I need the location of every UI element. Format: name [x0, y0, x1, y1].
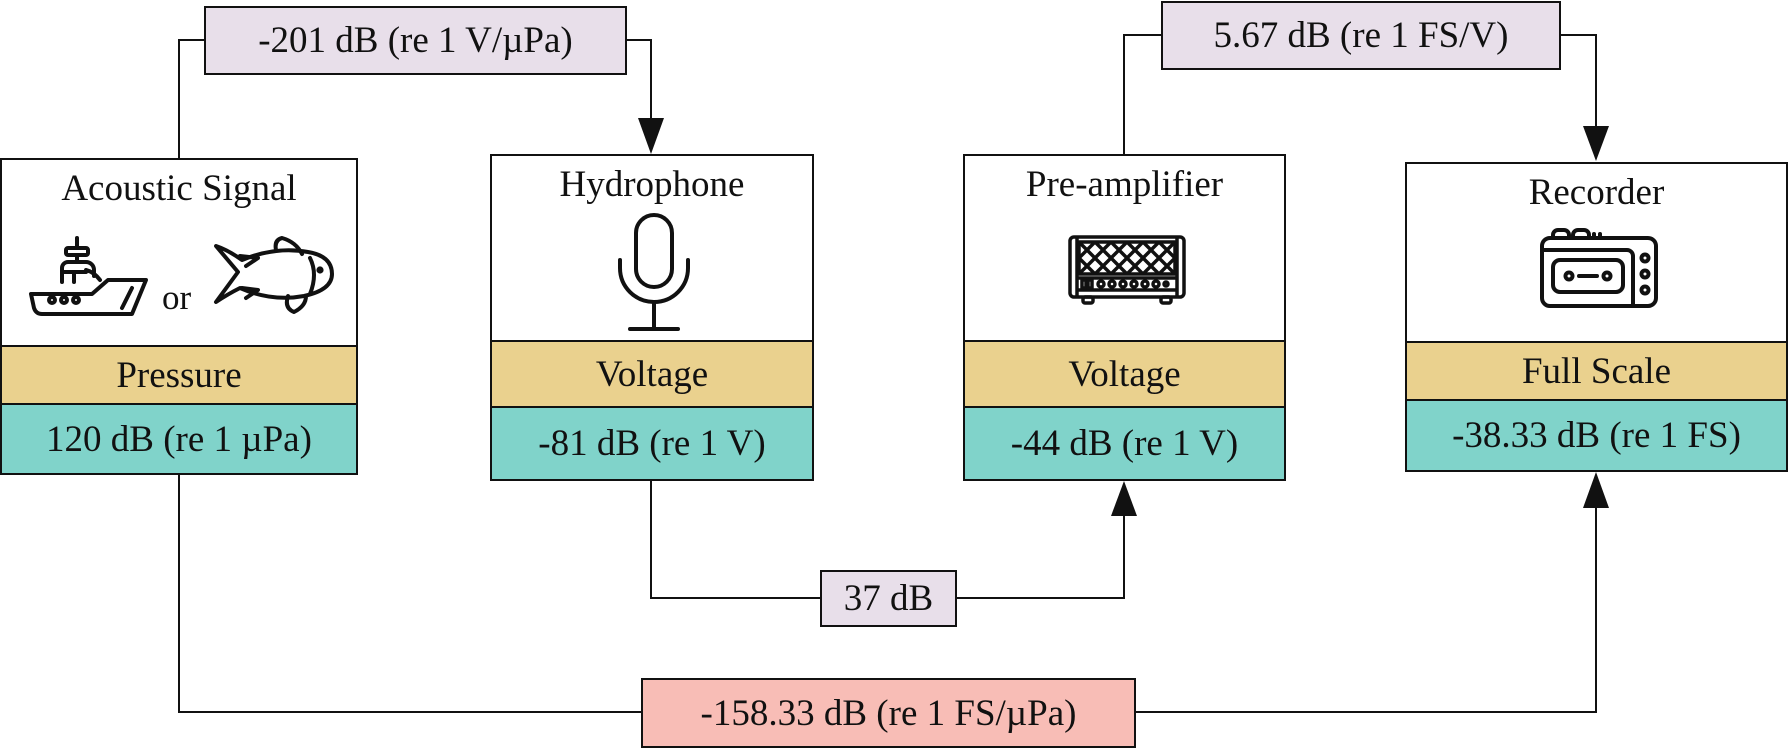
node-acoustic-signal: Acoustic Signal or: [0, 158, 358, 475]
amplifier-icon: [1068, 235, 1186, 305]
microphone-icon: [618, 213, 690, 331]
node-preamp-header: Pre-amplifier: [965, 156, 1284, 340]
arrowhead-hydrophone: [638, 118, 664, 154]
edge-acoustic-recorder-line: [178, 474, 641, 713]
node-recorder: Recorder Full Scale -38.33 dB (re 1 FS): [1405, 162, 1788, 472]
edge-acoustic-recorder-line-2: [1135, 505, 1597, 713]
edge-preamp-recorder-line: [1123, 34, 1161, 154]
node-hydrophone: Hydrophone Voltage -81 dB (re 1 V): [490, 154, 814, 481]
node-preamp-level: -44 dB (re 1 V): [965, 406, 1284, 479]
node-recorder-quantity: Full Scale: [1407, 341, 1786, 399]
node-preamp-quantity: Voltage: [965, 340, 1284, 406]
node-hydrophone-level: -81 dB (re 1 V): [492, 406, 812, 479]
edge-hydrophone-preamp-line-2: [956, 512, 1125, 599]
node-recorder-header: Recorder: [1407, 164, 1786, 341]
node-hydrophone-title: Hydrophone: [559, 164, 745, 205]
recorder-icon: [1540, 228, 1658, 308]
node-hydrophone-quantity: Voltage: [492, 340, 812, 406]
fish-icon: [214, 236, 334, 314]
edge-label-recorder-sensitivity: 5.67 dB (re 1 FS/V): [1161, 1, 1561, 70]
node-recorder-title: Recorder: [1528, 172, 1665, 213]
edge-label-hydrophone-sensitivity: -201 dB (re 1 V/µPa): [204, 6, 627, 75]
node-acoustic-header: Acoustic Signal or: [2, 160, 356, 345]
node-preamp-title: Pre-amplifier: [1025, 164, 1224, 205]
edge-hydrophone-preamp-line: [650, 480, 820, 599]
ship-icon: [29, 236, 148, 316]
edge-label-preamp-gain: 37 dB: [820, 570, 957, 627]
connector-or: or: [162, 278, 192, 317]
arrowhead-recorder-top: [1583, 126, 1609, 161]
node-acoustic-quantity: Pressure: [2, 345, 356, 403]
node-acoustic-level: 120 dB (re 1 µPa): [2, 403, 356, 473]
node-acoustic-title: Acoustic Signal: [61, 168, 297, 209]
arrowhead-recorder-bottom: [1583, 472, 1609, 508]
edge-label-system-sensitivity: -158.33 dB (re 1 FS/µPa): [641, 678, 1136, 748]
node-preamplifier: Pre-amplifier Voltage -44 dB (re 1: [963, 154, 1286, 481]
edge-acoustic-hydrophone-line-2: [626, 39, 652, 124]
edge-acoustic-hydrophone-line: [178, 39, 204, 158]
node-recorder-level: -38.33 dB (re 1 FS): [1407, 399, 1786, 470]
node-hydrophone-header: Hydrophone: [492, 156, 812, 340]
edge-preamp-recorder-line-2: [1560, 34, 1597, 130]
arrowhead-preamp: [1111, 481, 1137, 516]
